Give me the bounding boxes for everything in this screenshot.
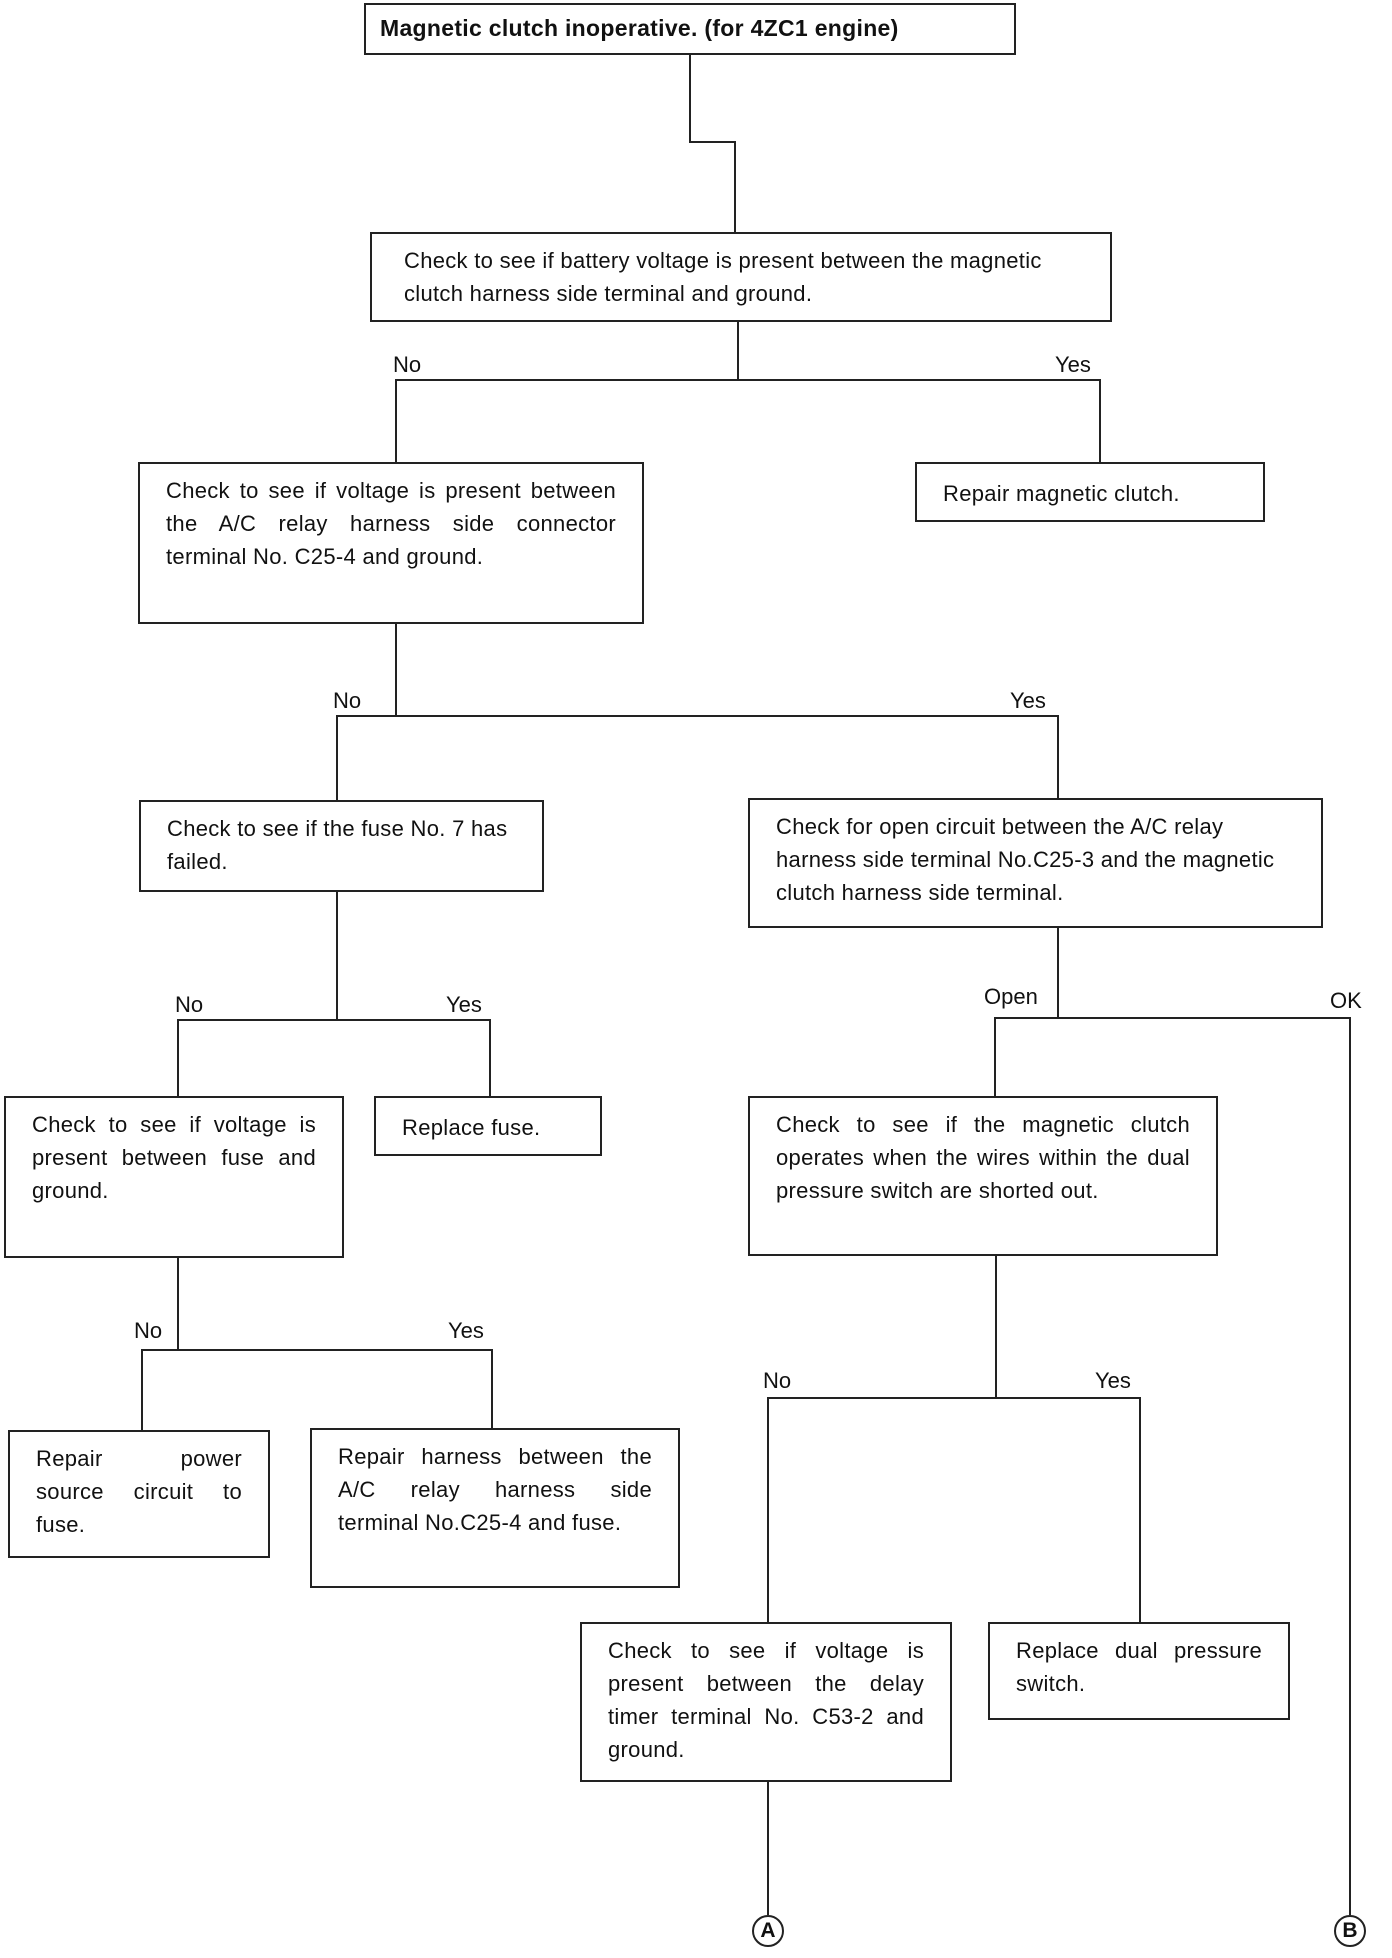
branch-label-yes: Yes [1010,688,1046,713]
branch-label-ok: OK [1330,988,1362,1013]
repair-magnetic-clutch-box: Repair magnetic clutch. [915,462,1265,522]
branch-label-no: No [763,1368,792,1393]
replace-dual-switch-box: Replace dual pressure switch. [988,1622,1290,1720]
dual-pressure-switch-check-box: Check to see if the magnetic clutch oper… [748,1096,1218,1256]
branch-label-no: No [134,1318,163,1343]
branch-label-yes: Yes [1095,1368,1131,1393]
branch-label-yes: Yes [446,992,482,1017]
branch-label-yes: Yes [448,1318,484,1343]
branch-label-no: No [393,352,422,377]
repair-harness-box: Repair harness between the A/C relay har… [310,1428,680,1588]
branch-label-no: No [333,688,362,713]
delay-timer-check-box: Check to see if voltage is present betwe… [580,1622,952,1782]
flowchart-title: Magnetic clutch inoperative. (for 4ZC1 e… [364,3,1016,55]
repair-power-source-box: Repair power source circuit to fuse. [8,1430,270,1558]
branch-label-open: Open [984,984,1038,1009]
fuse-ground-voltage-check-box: Check to see if voltage is present betwe… [4,1096,344,1258]
relay-terminal-check-box: Check to see if voltage is present betwe… [138,462,644,624]
battery-voltage-check-box: Check to see if battery voltage is prese… [370,232,1112,322]
branch-label-yes: Yes [1055,352,1091,377]
connector-b: B [1334,1915,1366,1947]
fuse-failed-check-box: Check to see if the fuse No. 7 has faile… [139,800,544,892]
connector-a: A [752,1915,784,1947]
replace-fuse-box: Replace fuse. [374,1096,602,1156]
open-circuit-check-box: Check for open circuit between the A/C r… [748,798,1323,928]
branch-label-no: No [175,992,204,1017]
